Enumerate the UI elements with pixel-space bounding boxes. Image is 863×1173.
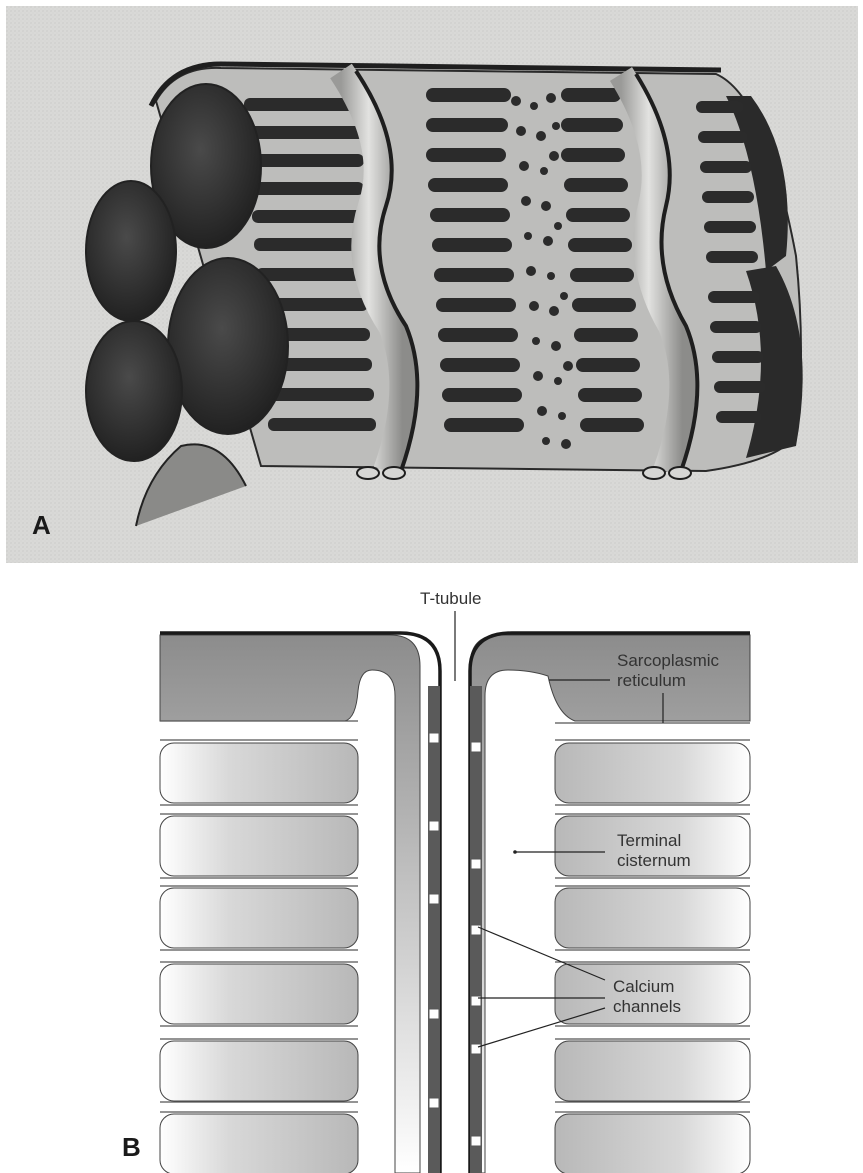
- left-cisterna-5: [160, 1041, 358, 1101]
- label-calcium-line2: channels: [613, 997, 681, 1016]
- calcium-channel: [429, 1009, 439, 1019]
- calcium-channel: [429, 821, 439, 831]
- right-cisterna-3: [555, 888, 750, 948]
- calcium-channel: [471, 1044, 481, 1054]
- calcium-channel: [429, 894, 439, 904]
- left-cisternae: [160, 635, 420, 1173]
- label-sr-line1: Sarcoplasmic: [617, 651, 720, 670]
- panel-a-letter: A: [32, 510, 51, 540]
- calcium-channel: [429, 733, 439, 743]
- left-cisterna-3: [160, 888, 358, 948]
- left-cisterna-2: [160, 816, 358, 876]
- label-sr-line2: reticulum: [617, 671, 686, 690]
- right-cisternae: [470, 635, 750, 1173]
- calcium-channel: [471, 859, 481, 869]
- right-cisterna-6: [555, 1114, 750, 1173]
- calcium-channel: [471, 1136, 481, 1146]
- panel-b-letter: B: [122, 1132, 141, 1162]
- terminal-cisternum-dot: [513, 850, 517, 854]
- label-terminal-line2: cisternum: [617, 851, 691, 870]
- calcium-channel: [471, 742, 481, 752]
- panel-a-illustration: A: [6, 6, 858, 563]
- label-terminal-line1: Terminal: [617, 831, 681, 850]
- left-cisterna-6: [160, 1114, 358, 1173]
- right-cisterna-1: [555, 743, 750, 803]
- label-t-tubule: T-tubule: [420, 589, 481, 608]
- calcium-channel: [429, 1098, 439, 1108]
- panel-b-schematic: T-tubule Sarcoplasmic reticulum Terminal…: [0, 566, 863, 1173]
- left-cisterna-4: [160, 964, 358, 1024]
- calcium-channel: [471, 925, 481, 935]
- right-cisterna-5: [555, 1041, 750, 1101]
- label-calcium-line1: Calcium: [613, 977, 674, 996]
- left-cisterna-1: [160, 743, 358, 803]
